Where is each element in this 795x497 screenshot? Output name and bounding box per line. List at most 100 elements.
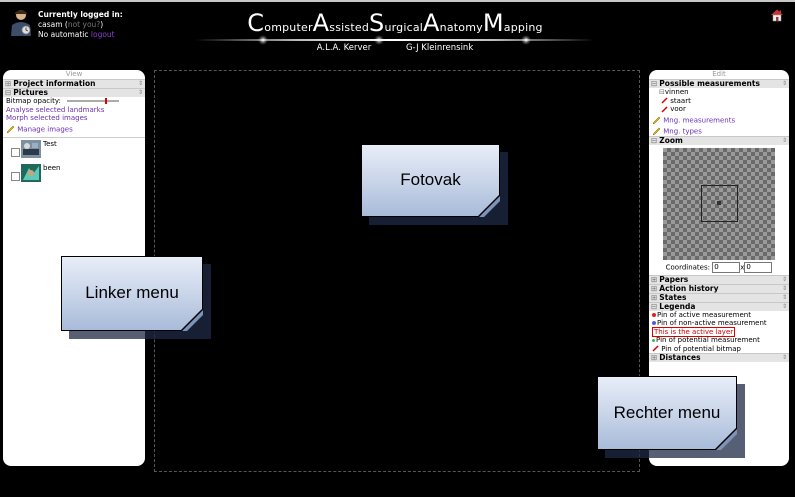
- title-word-rest: natomy: [439, 21, 483, 34]
- zoom-label: Zoom: [659, 135, 683, 145]
- legend-active-layer: This is the active layer: [652, 326, 736, 337]
- home-icon[interactable]: [770, 8, 784, 22]
- tree-collapse-icon[interactable]: ⊟: [659, 88, 665, 96]
- pencil-icon: [6, 125, 15, 134]
- expand-arrow-icon[interactable]: ⇕: [137, 80, 143, 87]
- glow-dot: [258, 35, 268, 45]
- title-glow-line: [195, 39, 595, 41]
- expand-arrow-icon[interactable]: ⇕: [781, 354, 787, 361]
- action-history-header[interactable]: ⊞Action history⇕: [649, 283, 789, 293]
- mng-measurements-link[interactable]: Mng. measurements: [663, 116, 736, 124]
- blue-dot-icon: [652, 321, 656, 325]
- manage-images-link[interactable]: Manage images: [17, 125, 73, 133]
- callout-rechter-label: Rechter menu: [613, 403, 721, 422]
- coord-x-input[interactable]: [712, 261, 741, 273]
- states-label: States: [659, 292, 687, 302]
- right-panel-title: Edit: [712, 70, 726, 78]
- legend-item: Pin of potential bitmap: [649, 345, 789, 354]
- possible-measurements-label: Possible measurements: [659, 79, 760, 88]
- red-pin-icon: [661, 97, 668, 104]
- pencil-icon: [652, 127, 661, 136]
- manage-images-row[interactable]: Manage images: [3, 125, 145, 134]
- author-2: G-J Kleinrensink: [405, 43, 474, 53]
- page-curl-icon: [181, 309, 203, 331]
- image-checkbox[interactable]: [11, 171, 20, 181]
- tree-item-label: voor: [670, 105, 686, 113]
- image-item[interactable]: been: [3, 163, 145, 186]
- coordinates-row: Coordinates: x: [649, 261, 789, 275]
- callout-rechter-menu: Rechter menu: [597, 376, 745, 458]
- title-word-rest: urgical: [384, 21, 424, 34]
- no-automatic-label: No automatic: [38, 30, 89, 39]
- red-pin-icon: [661, 105, 668, 113]
- app-title: ComputerAssistedSurgicalAnatomyMapping A…: [190, 9, 600, 53]
- title-word-rest: ssisted: [329, 21, 370, 34]
- page-curl-icon: [478, 195, 500, 217]
- expand-arrow-icon[interactable]: ⇕: [781, 284, 787, 292]
- bitmap-opacity-label: Bitmap opacity:: [6, 97, 61, 105]
- legend-item: Pin of active measurement: [649, 311, 789, 320]
- tree-root-label: vinnen: [664, 88, 689, 96]
- photo-viewport[interactable]: [154, 70, 640, 472]
- expand-arrow-icon[interactable]: ⇕: [781, 293, 787, 301]
- bitmap-opacity-slider[interactable]: [67, 98, 120, 104]
- papers-header[interactable]: ⊞Papers⇕: [649, 274, 789, 284]
- project-information-header[interactable]: ⊞Project information⇕: [3, 79, 145, 88]
- image-checkbox[interactable]: [11, 147, 20, 157]
- image-thumbnail[interactable]: [21, 139, 41, 158]
- expand-arrow-icon[interactable]: ⇕: [781, 136, 787, 144]
- analyse-landmarks-link[interactable]: Analyse selected landmarks: [6, 105, 105, 114]
- coord-separator: x: [740, 263, 745, 271]
- title-capital: S: [369, 9, 385, 37]
- possible-measurements-header[interactable]: ⊟Possible measurements⇕: [649, 79, 789, 88]
- morph-images-link[interactable]: Morph selected images: [6, 114, 88, 122]
- page-curl-icon: [715, 428, 737, 450]
- zoom-preview[interactable]: [663, 147, 775, 260]
- expand-arrow-icon[interactable]: ⇕: [781, 275, 787, 283]
- zoom-frame[interactable]: [701, 184, 738, 222]
- red-pin-icon: [652, 345, 659, 352]
- legenda-label: Legenda: [659, 301, 696, 311]
- mng-types-link[interactable]: Mng. types: [663, 127, 702, 135]
- states-header[interactable]: ⊞States⇕: [649, 292, 789, 302]
- green-dot-icon: [652, 338, 655, 342]
- coord-y-input[interactable]: [744, 261, 773, 273]
- expand-arrow-icon[interactable]: ⇕: [781, 302, 787, 310]
- user-info: Currently logged in: casam (not you?) No…: [10, 8, 170, 40]
- tree-item[interactable]: staart: [649, 97, 789, 106]
- distances-header[interactable]: ⊞Distances⇕: [649, 353, 789, 362]
- glow-dot: [521, 35, 531, 45]
- legend-active-measurement: Pin of active measurement: [657, 310, 751, 319]
- image-thumbnail[interactable]: [21, 163, 41, 182]
- mng-measurements-row[interactable]: Mng. measurements: [649, 116, 789, 125]
- papers-label: Papers: [659, 274, 689, 284]
- not-you-link[interactable]: not you?: [67, 20, 101, 29]
- legend-item: Pin of potential measurement: [649, 336, 789, 345]
- pictures-label: Pictures: [13, 88, 48, 97]
- callout-fotovak: Fotovak: [361, 144, 508, 225]
- callout-box: [61, 256, 203, 331]
- mng-types-row[interactable]: Mng. types: [649, 127, 789, 136]
- tree-item[interactable]: voor: [649, 105, 789, 114]
- slider-knob[interactable]: [105, 98, 108, 104]
- legenda-header[interactable]: ⊟Legenda⇕: [649, 301, 789, 311]
- expand-arrow-icon[interactable]: ⇕: [781, 80, 787, 87]
- red-dot-icon: [652, 312, 656, 317]
- title-word-rest: omputer: [264, 21, 313, 34]
- pictures-header[interactable]: ⊟Pictures⇕: [3, 88, 145, 97]
- image-item[interactable]: Test: [3, 139, 145, 162]
- legend-item: Pin of non-active measurement: [649, 319, 789, 328]
- callout-fotovak-label: Fotovak: [400, 170, 461, 189]
- callout-linker-menu: Linker menu: [61, 256, 211, 339]
- logout-link[interactable]: logout: [90, 30, 115, 39]
- top-border: [0, 0, 795, 2]
- bitmap-opacity-row: Bitmap opacity:: [3, 97, 145, 106]
- legend-item: This is the active layer: [649, 326, 789, 337]
- tree-root[interactable]: ⊟vinnen: [649, 88, 789, 97]
- zoom-header[interactable]: ⊟Zoom⇕: [649, 135, 789, 145]
- pencil-icon: [652, 116, 661, 125]
- title-capital: M: [482, 9, 504, 37]
- username: casam: [38, 20, 63, 29]
- expand-arrow-icon[interactable]: ⇕: [137, 89, 143, 96]
- project-information-label: Project information: [13, 79, 96, 88]
